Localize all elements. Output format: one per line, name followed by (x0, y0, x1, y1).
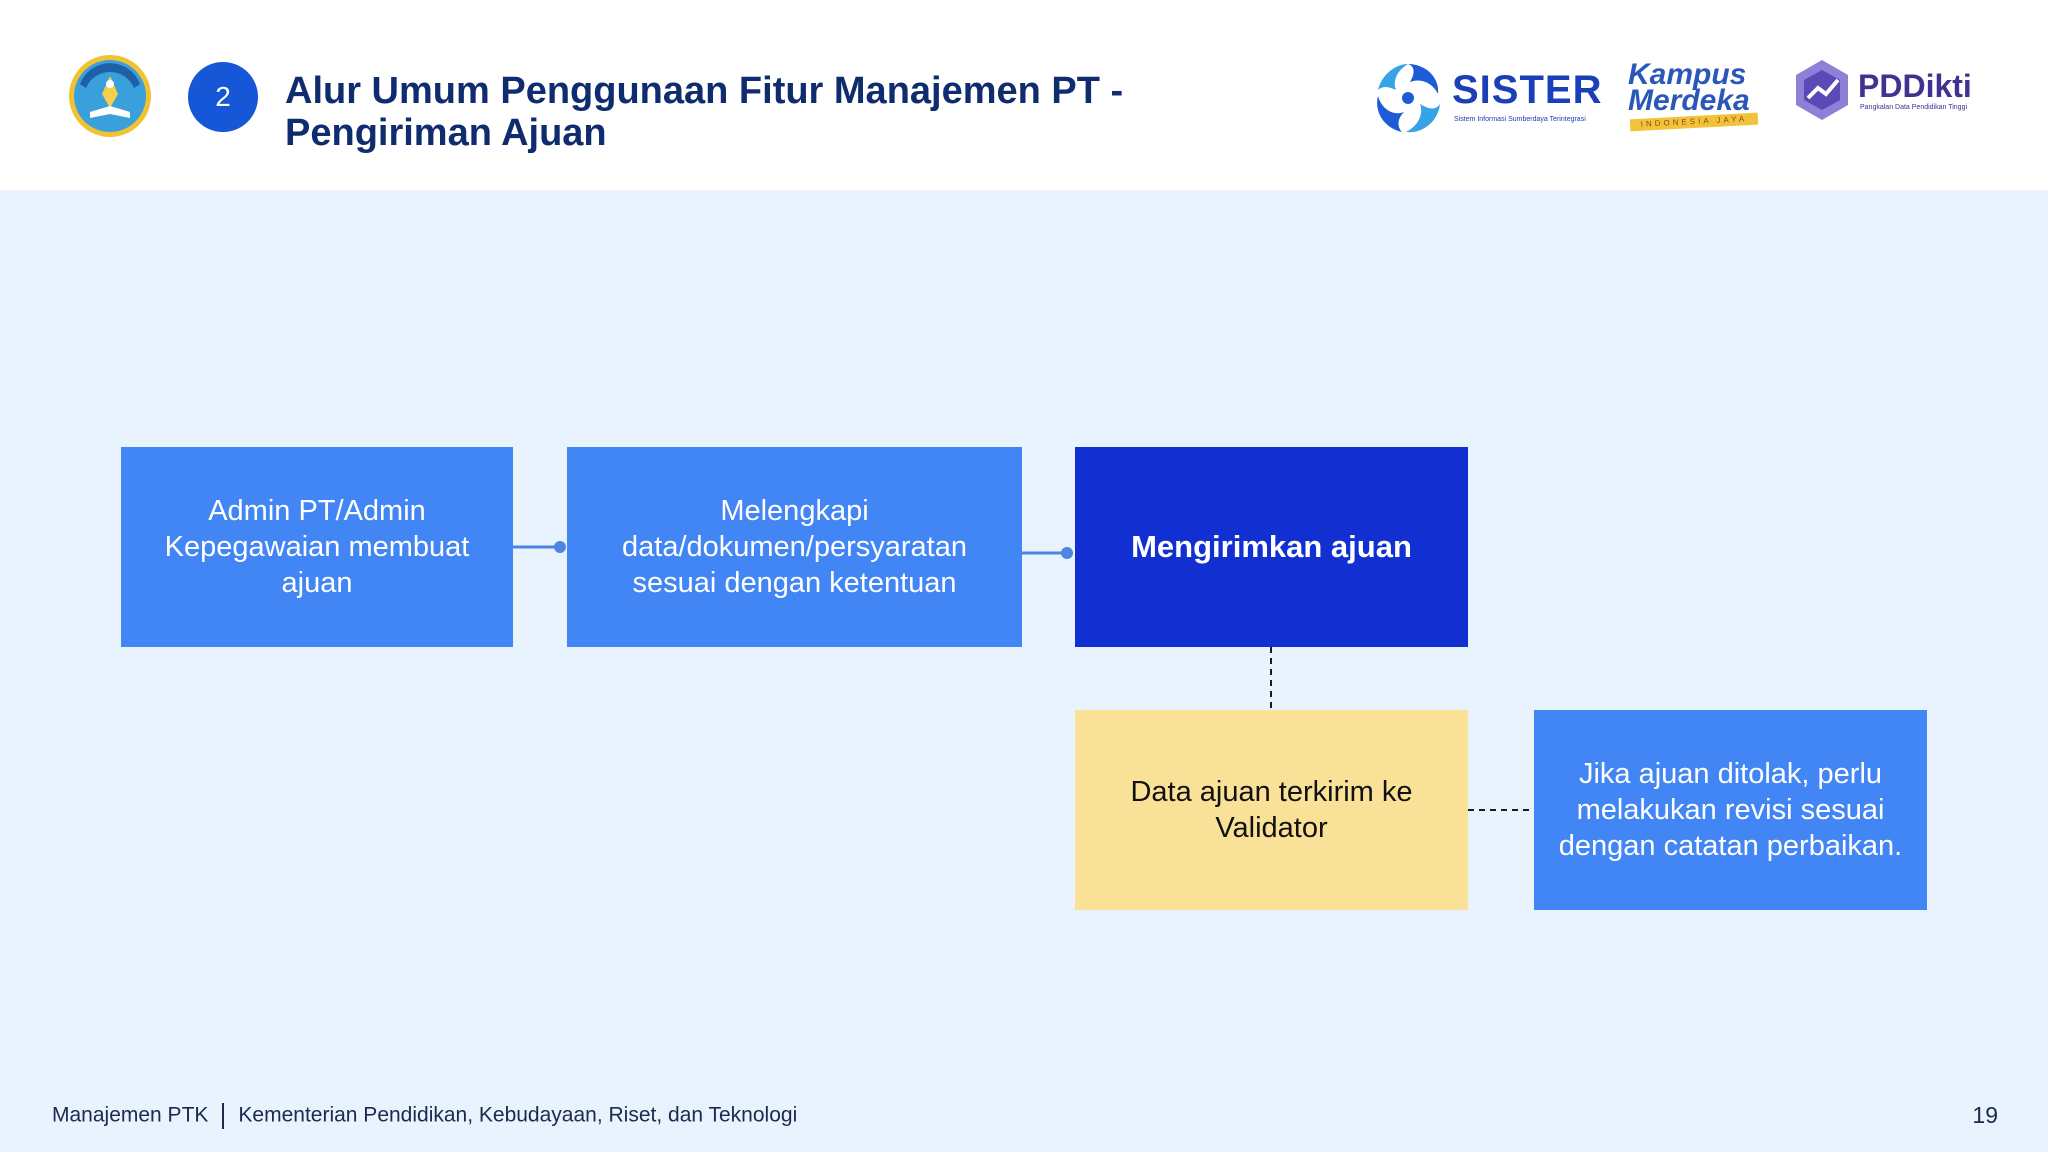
flow-step-send-submission: Mengirimkan ajuan (1075, 447, 1468, 647)
pddikti-wordmark: PDDikti (1858, 68, 1972, 104)
diagram-canvas (0, 190, 2048, 1152)
connector-step2-step3-dot (1061, 547, 1073, 559)
kampus-merdeka-line1: Kampus (1628, 58, 1747, 91)
sister-logo: SISTER Sistem Informasi Sumberdaya Terin… (1372, 58, 1601, 138)
pddikti-tagline: Pangkalan Data Pendidikan Tinggi (1860, 104, 1968, 111)
pddikti-logo: PDDikti Pangkalan Data Pendidikan Tinggi (1792, 58, 1988, 128)
pddikti-hexagon-icon (1796, 60, 1848, 120)
connector-step1-step2-dot (554, 541, 566, 553)
flow-step-complete-documents: Melengkapi data/dokumen/persyaratan sesu… (567, 447, 1022, 647)
sister-swirl-icon (1377, 64, 1440, 133)
sister-tagline: Sistem Informasi Sumberdaya Terintegrasi (1454, 116, 1586, 123)
step-number-badge: 2 (188, 62, 258, 132)
kampus-merdeka-line2: Merdeka (1628, 84, 1750, 117)
slide-header: 2 Alur Umum Penggunaan Fitur Manajemen P… (0, 0, 2048, 190)
footer: Manajemen PTK Kementerian Pendidikan, Keb… (52, 1103, 797, 1129)
flow-step-create-submission: Admin PT/Admin Kepegawaian membuat ajuan (121, 447, 513, 647)
footer-section-label: Manajemen PTK (52, 1103, 209, 1127)
footer-ministry-label: Kementerian Pendidikan, Kebudayaan, Rise… (238, 1103, 798, 1127)
sister-wordmark: SISTER (1452, 68, 1603, 112)
kampus-merdeka-logo: Kampus Merdeka INDONESIA JAYA (1626, 56, 1766, 136)
tut-wuri-handayani-emblem (69, 55, 151, 137)
flow-note-revision: Jika ajuan ditolak, perlu melakukan revi… (1534, 710, 1927, 910)
flow-result-sent-to-validator: Data ajuan terkirim ke Validator (1075, 710, 1468, 910)
page-number: 19 (1972, 1102, 1998, 1128)
page-title: Alur Umum Penggunaan Fitur Manajemen PT … (285, 70, 1124, 154)
footer-separator (222, 1103, 225, 1129)
